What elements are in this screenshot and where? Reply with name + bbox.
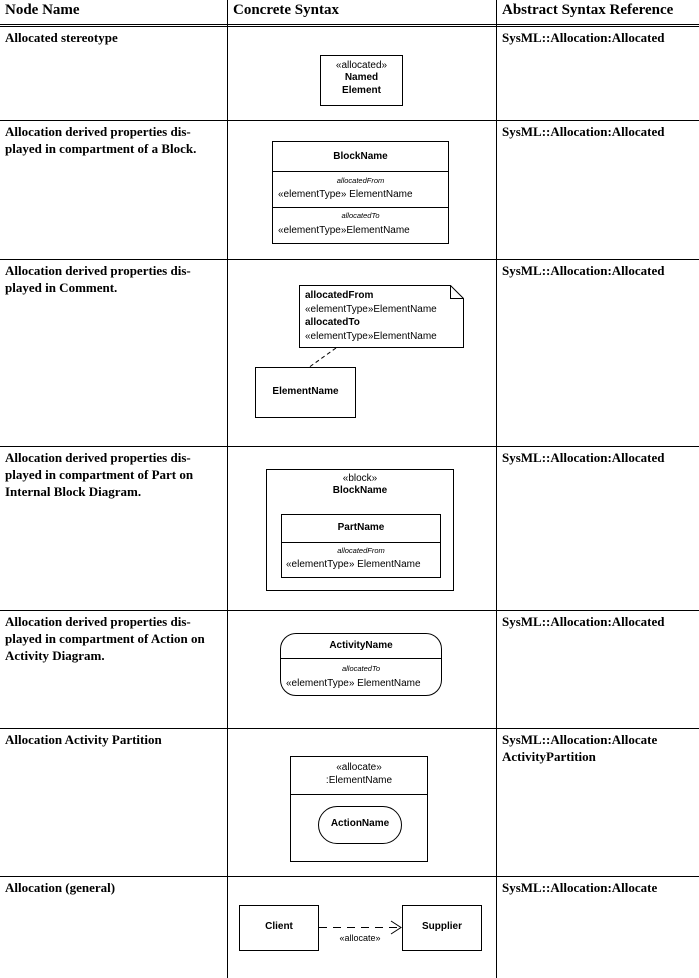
partition-name: :ElementName: [325, 775, 393, 786]
action-name: ActionName: [330, 818, 390, 829]
row-reference: SysML::Allocation:Allocated: [502, 30, 665, 45]
partition-divider: [291, 794, 427, 795]
element-name-line2: Element: [342, 85, 381, 96]
column-divider: [227, 0, 228, 978]
supplier-box: Supplier: [402, 905, 482, 951]
row-divider: [0, 259, 699, 260]
row-divider: [0, 876, 699, 877]
element-box: ElementName: [255, 367, 356, 418]
header-concrete-syntax: Concrete Syntax: [233, 2, 339, 18]
block-name: BlockName: [332, 485, 388, 496]
compartment-value: «elementType» ElementName: [278, 189, 413, 200]
supplier-name: Supplier: [421, 921, 462, 932]
compartment-value: «elementType» ElementName: [286, 559, 421, 570]
comment-to-label: allocatedTo: [305, 317, 360, 328]
row-node-name: Allocation derived properties dis- playe…: [5, 263, 191, 295]
compartment-divider: [281, 658, 441, 659]
allocated-element-box: «allocated» Named Element: [320, 55, 403, 106]
comment-from-label: allocatedFrom: [305, 290, 374, 301]
header-divider: [0, 26, 699, 27]
comment-to-value: «elementType»ElementName: [305, 331, 437, 342]
row-divider: [0, 120, 699, 121]
action-node: ActionName: [318, 806, 402, 844]
header-node-name: Node Name: [5, 2, 80, 18]
part-name: PartName: [337, 522, 385, 533]
comment-from-value: «elementType»ElementName: [305, 304, 437, 315]
row-reference: SysML::Allocation:Allocated: [502, 263, 665, 278]
activity-name: ActivityName: [329, 640, 393, 651]
row-node-name: Allocation derived properties dis- playe…: [5, 124, 197, 156]
client-name: Client: [265, 921, 293, 932]
block-name: BlockName: [333, 151, 388, 162]
row-node-name: Allocation Activity Partition: [5, 732, 162, 747]
partition-stereotype: «allocate»: [336, 762, 382, 773]
element-name: ElementName: [272, 386, 339, 397]
block-stereotype: «block»: [342, 473, 378, 484]
row-node-name: Allocation (general): [5, 880, 116, 895]
compartment-divider: [273, 207, 448, 208]
stereotype-label: «allocated»: [335, 60, 388, 71]
row-reference: SysML::Allocation:Allocated: [502, 450, 665, 465]
row-reference: SysML::Allocation:Allocated: [502, 124, 665, 139]
row-divider: [0, 610, 699, 611]
compartment-label: allocatedTo: [341, 211, 380, 220]
row-reference: SysML::Allocation:Allocated: [502, 614, 665, 629]
header-divider: [0, 24, 699, 25]
client-box: Client: [239, 905, 319, 951]
row-reference: SysML::Allocation:Allocate: [502, 880, 658, 895]
row-node-name: Allocation derived properties dis- playe…: [5, 450, 194, 499]
action-box: ActivityName allocatedTo «elementType» E…: [280, 633, 442, 696]
compartment-value: «elementType» ElementName: [286, 678, 421, 689]
row-node-name: Allocated stereotype: [5, 30, 118, 45]
activity-partition-box: «allocate» :ElementName ActionName: [290, 756, 428, 862]
compartment-label: allocatedFrom: [337, 546, 385, 555]
column-divider: [496, 0, 497, 978]
element-name-line1: Named: [344, 72, 379, 83]
row-reference: SysML::Allocation:Allocate ActivityParti…: [502, 732, 658, 764]
dependency-label: «allocate»: [339, 933, 381, 943]
compartment-divider: [273, 171, 448, 172]
block-box: BlockName allocatedFrom «elementType» El…: [272, 141, 449, 244]
row-divider: [0, 446, 699, 447]
compartment-label: allocatedFrom: [336, 176, 385, 185]
row-divider: [0, 728, 699, 729]
internal-block-box: «block» BlockName PartName allocatedFrom…: [266, 469, 454, 591]
row-node-name: Allocation derived properties dis- playe…: [5, 614, 205, 663]
header-abstract-syntax: Abstract Syntax Reference: [502, 2, 674, 18]
compartment-divider: [282, 542, 440, 543]
part-box: PartName allocatedFrom «elementType» Ele…: [281, 514, 441, 578]
compartment-value: «elementType»ElementName: [278, 225, 410, 236]
compartment-label: allocatedTo: [341, 664, 381, 673]
